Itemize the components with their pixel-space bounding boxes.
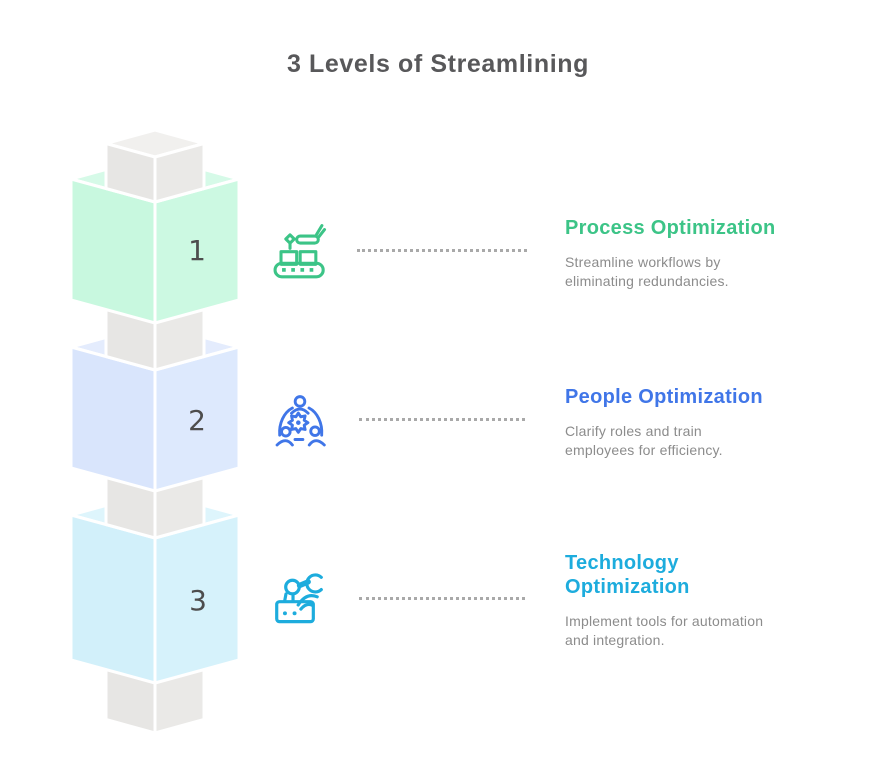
level-1-block-left-face: [69, 177, 157, 325]
level-2-block-left-face: [69, 345, 157, 493]
team-gear-icon: [275, 395, 326, 447]
dotted-connector: [359, 418, 525, 421]
level-2-text: People Optimization Clarify roles and tr…: [565, 385, 865, 459]
conveyor-rollers: [282, 268, 314, 272]
level-1-number: 1: [188, 234, 206, 267]
level-2-number: 2: [188, 404, 206, 437]
level-3-text: Technology Optimization Implement tools …: [565, 551, 865, 649]
level-1-text: Process Optimization Streamline workflow…: [565, 216, 865, 290]
level-2-title: People Optimization: [565, 386, 763, 408]
block-tower: 1 2 3: [69, 128, 241, 735]
level-3-number: 3: [189, 584, 207, 617]
device-indicator-dots: [282, 611, 297, 616]
page-title: 3 Levels of Streamlining: [287, 50, 589, 78]
level-3-title: Technology Optimization: [565, 552, 690, 598]
gray-cube-right-face: [153, 142, 206, 204]
level-2-description: Clarify roles and train employees for ef…: [565, 423, 723, 458]
conveyor-belt-icon: [273, 224, 327, 279]
dotted-connector: [357, 249, 527, 252]
dotted-connector: [359, 597, 525, 600]
top-gray-cube: [104, 128, 206, 204]
level-3-block-left-face: [69, 513, 157, 685]
level-1-description: Streamline workflows by eliminating redu…: [565, 254, 729, 289]
level-2-block: [69, 322, 241, 493]
level-3-description: Implement tools for automation and integ…: [565, 613, 764, 648]
gear-center-dot: [296, 420, 301, 425]
robot-arm-icon: [275, 573, 323, 624]
level-1-title: Process Optimization: [565, 217, 776, 239]
